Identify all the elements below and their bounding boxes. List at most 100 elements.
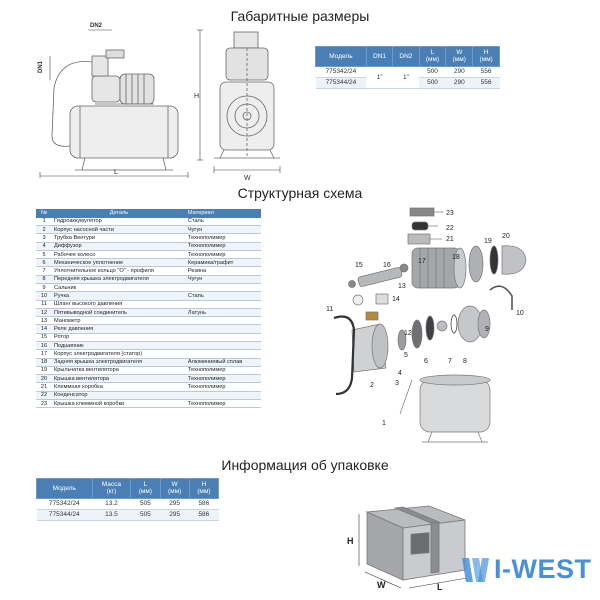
dimensions-title: Габаритные размеры [230,8,370,24]
part-name: Клеммная коробка [52,382,186,392]
cell: 13.5 [92,509,131,521]
cell: 295 [160,509,190,521]
part-material [185,316,261,326]
callout-2: 2 [370,382,374,389]
dim-label-h: H [194,93,199,100]
callout-1: 1 [382,420,386,427]
cell: 775344/24 [315,77,367,89]
front-view-drawing: H W [194,29,281,182]
part-material: Латунь [185,308,261,318]
callout-21: 21 [446,236,454,243]
th-dn2: DN2 [392,46,420,67]
part-number: 7 [36,266,52,276]
cell: 586 [189,509,219,521]
part-name: Ротор [52,333,186,343]
table-row: 775344/24 13.5 505 295 586 [36,509,219,521]
part-name: Корпус электродвигателя (статор) [52,349,186,359]
part-material [185,391,261,400]
th-pack-model: Модель [36,478,93,499]
part-name: Крыльчатка вентилятора [52,366,186,376]
callout-19: 19 [484,238,492,245]
cell: 1" [392,66,420,89]
callout-9: 9 [485,326,489,333]
th-w: W(мм) [445,46,474,67]
part-material: Технополимер [185,366,261,376]
part-name: Шланг высокого давления [52,300,186,309]
dimensions-table: Модель DN1 DN2 L(мм) W(мм) H(мм) 775342/… [315,46,500,89]
th-model: Модель [315,46,367,67]
part-material: Сталь [185,217,261,227]
part-name: Трубка Вентури [52,233,186,243]
part-material [185,341,261,351]
part-material: Керамика/графит [185,258,261,268]
callout-22: 22 [446,225,454,232]
box-label-l: L [437,582,443,592]
th-pack-l: L(мм) [130,478,161,499]
callout-4: 4 [398,370,402,377]
structure-title: Структурная схема [237,185,363,201]
part-name: Передняя крышка электродвигателя [52,275,186,285]
th-part: Деталь [52,209,186,218]
part-number: 21 [36,382,52,392]
part-number: 12 [36,308,52,318]
callout-15: 15 [355,262,363,269]
part-name: Сальник [52,283,186,293]
part-number: 1 [36,217,52,227]
part-name: Реле давления [52,324,186,334]
callout-12: 12 [404,330,412,337]
callout-14: 14 [392,296,400,303]
part-number: 16 [36,341,52,351]
box-label-h: H [347,536,354,546]
part-name: Задняя крышка электродвигателя [52,358,186,367]
th-pack-mass: Масса(кг) [91,478,132,499]
part-number: 23 [36,399,52,409]
callout-13: 13 [398,283,406,290]
part-material [185,300,261,309]
part-name: Уплотнительное кольцо "О" - профиля [52,266,186,276]
part-material [185,324,261,334]
cell: 500 [419,66,446,78]
part-material: Сталь [185,291,261,301]
part-number: 18 [36,358,52,367]
callout-6: 6 [424,358,428,365]
part-material [185,349,261,359]
part-name: Механическое уплотнение [52,258,186,268]
th-dn1: DN1 [365,46,394,67]
part-name: Ручка [52,291,186,301]
part-material: Алюминиевый сплав [185,358,261,367]
cell: 586 [189,498,219,510]
packaging-title: Информация об упаковке [221,457,389,473]
exploded-diagram [333,207,527,443]
callout-10: 10 [516,310,524,317]
part-name: Крышка клеммной коробки [52,399,186,409]
th-pack-w: W(мм) [159,478,190,499]
part-material: Технополимер [185,242,261,251]
callout-8: 8 [463,358,467,365]
callout-3: 3 [395,380,399,387]
part-number: 9 [36,283,52,293]
side-view-drawing: L DN2 DN1 [38,23,189,178]
part-number: 8 [36,275,52,285]
part-number: 11 [36,300,52,309]
part-number: 17 [36,349,52,359]
dim-label-l: L [114,169,118,176]
cell: 775342/24 [36,498,93,510]
part-number: 10 [36,291,52,301]
box-drawing: H W L [347,505,468,592]
part-number: 4 [36,242,52,251]
part-number: 14 [36,324,52,334]
